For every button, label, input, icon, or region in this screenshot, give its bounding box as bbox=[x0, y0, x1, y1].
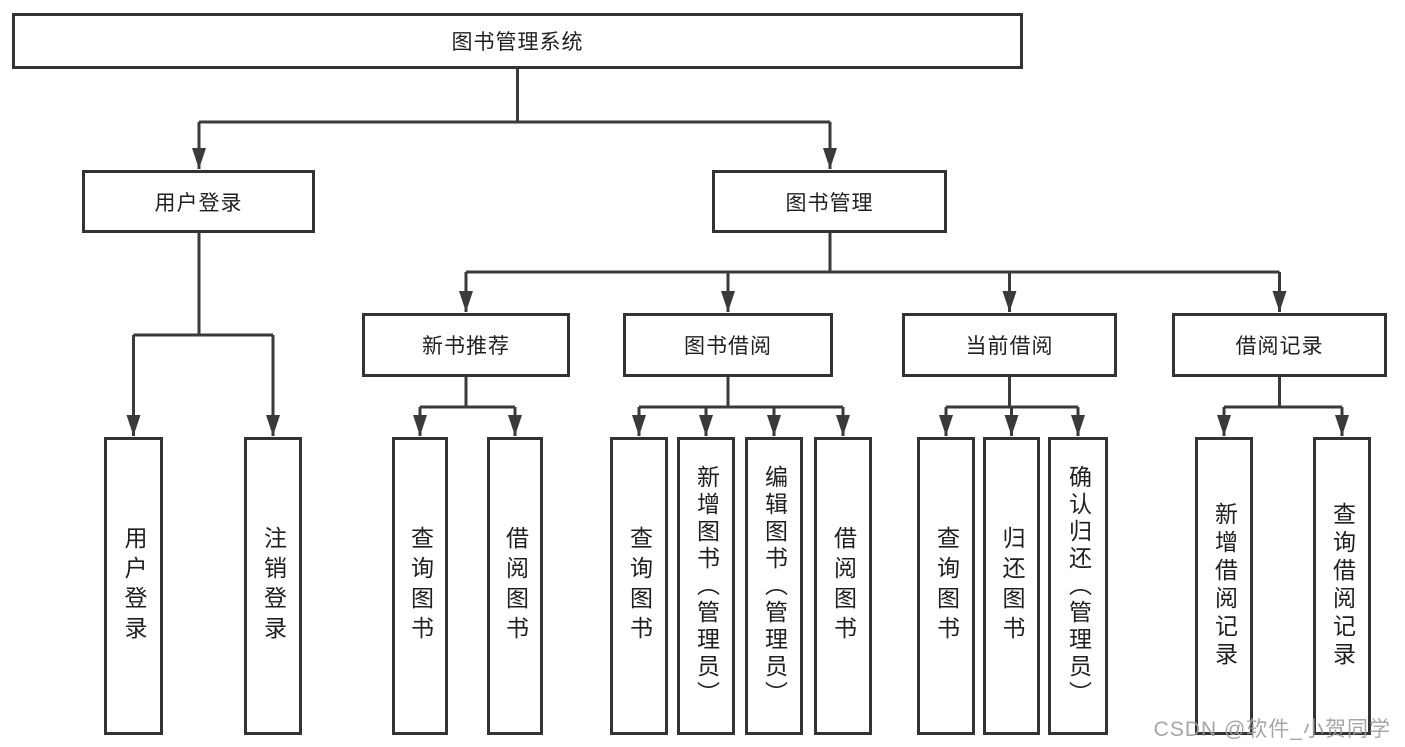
leaf-query-borrow-record: 查询借阅记录 bbox=[1313, 437, 1371, 735]
leaf-edit-books-admin: 编辑图书（管理员） bbox=[745, 437, 803, 735]
leaf-add-books-admin: 新增图书（管理员） bbox=[677, 437, 735, 735]
leaf-user-login: 用户登录 bbox=[104, 437, 163, 735]
leaf-borrow-books: 借阅图书 bbox=[814, 437, 872, 735]
leaf-query-books-current: 查询图书 bbox=[917, 437, 975, 735]
node-user-login: 用户登录 bbox=[82, 170, 315, 233]
csdn-watermark: CSDN @软件_小贺同学 bbox=[1153, 718, 1391, 741]
node-current-borrowing: 当前借阅 bbox=[902, 313, 1117, 377]
leaf-query-books-borrow: 查询图书 bbox=[610, 437, 668, 735]
leaf-add-borrow-record: 新增借阅记录 bbox=[1195, 437, 1253, 735]
node-borrowing-records: 借阅记录 bbox=[1172, 313, 1387, 377]
leaf-return-books: 归还图书 bbox=[983, 437, 1040, 735]
node-book-management: 图书管理 bbox=[712, 170, 947, 233]
leaf-query-books-rec: 查询图书 bbox=[392, 437, 448, 735]
leaf-logout: 注销登录 bbox=[244, 437, 302, 735]
node-book-borrowing: 图书借阅 bbox=[623, 313, 833, 377]
node-new-book-recommendation: 新书推荐 bbox=[362, 313, 570, 377]
leaf-confirm-return-admin: 确认归还（管理员） bbox=[1048, 437, 1108, 735]
leaf-borrow-books-rec: 借阅图书 bbox=[487, 437, 543, 735]
node-library-management-system: 图书管理系统 bbox=[12, 13, 1023, 69]
